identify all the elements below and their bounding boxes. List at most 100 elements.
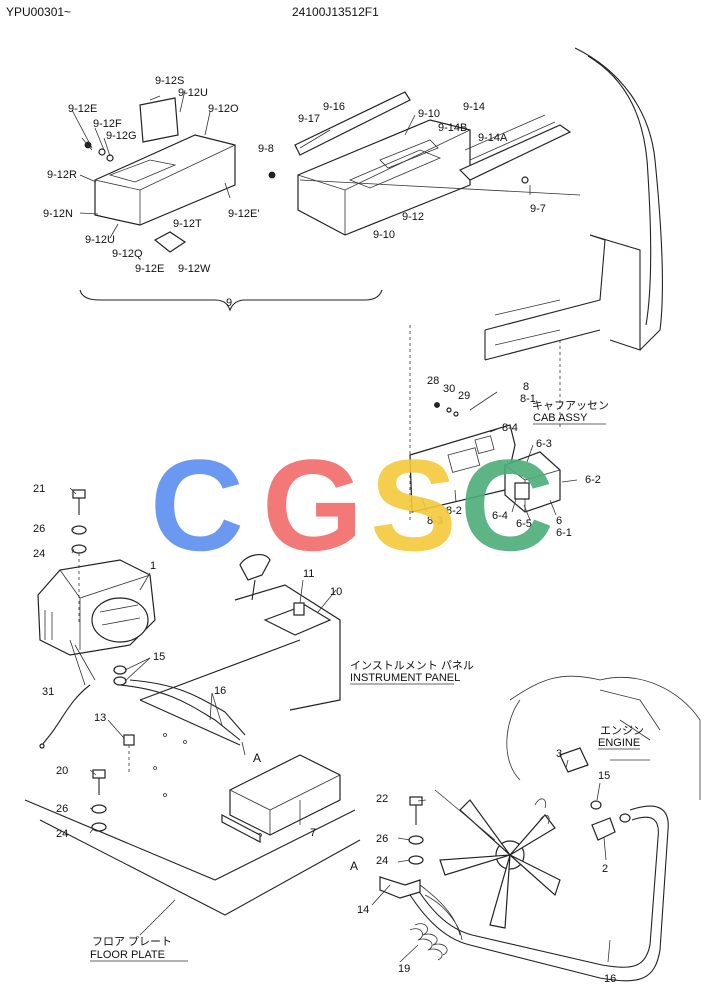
label-2: 2	[602, 863, 608, 875]
label-24-a: 24	[33, 548, 45, 560]
leader-dashed	[409, 325, 561, 520]
bracket-7	[221, 754, 341, 843]
floor-plate-en: FLOOR PLATE	[90, 949, 165, 961]
callout-A-top: A	[253, 751, 261, 765]
label-9-12E-prime: 9-12E'	[228, 208, 259, 220]
label-8: 8	[523, 381, 529, 393]
cab-assy-jp: キャフアッセン	[532, 399, 609, 412]
bolt-stack-lower	[91, 734, 135, 832]
label-9-12S: 9-12S	[155, 75, 184, 87]
label-6-2: 6-2	[585, 474, 601, 486]
hose-pair-left	[113, 665, 246, 741]
label-19: 19	[398, 963, 410, 975]
label-9-12F: 9-12F	[93, 118, 122, 130]
label-9-12T: 9-12T	[173, 218, 202, 230]
label-9-14A: 9-14A	[478, 132, 508, 144]
doc-code-center: 24100J13512F1	[292, 5, 379, 19]
label-14: 14	[357, 904, 369, 916]
doc-code-left: YPU00301~	[6, 5, 71, 19]
engine-hose-loop	[409, 747, 669, 982]
label-24-c: 24	[376, 855, 388, 867]
floor-plate	[24, 639, 361, 916]
leader-lines	[69, 391, 611, 963]
label-24-b: 24	[56, 828, 68, 840]
spring-clamp	[409, 923, 448, 961]
label-8-4: 8-4	[502, 422, 518, 434]
harness-terminal	[39, 743, 45, 749]
label-16-a: 16	[214, 685, 226, 697]
label-20: 20	[56, 765, 68, 777]
label-9-8: 9-8	[258, 143, 274, 155]
engine-fan	[434, 675, 701, 929]
instrument-panel	[234, 553, 341, 711]
watermark-letter-2: G	[262, 432, 363, 578]
label-16-b: 16	[604, 973, 616, 985]
label-7: 7	[310, 827, 316, 839]
floor-plate-jp: フロア プレート	[92, 935, 172, 948]
label-29: 29	[458, 390, 470, 402]
watermark-letter-4: C	[460, 432, 554, 578]
label-9-12N: 9-12N	[43, 208, 73, 220]
duct-assembly-left	[71, 89, 236, 253]
control-panel-assembly	[409, 402, 561, 513]
label-8-3: 8-3	[427, 515, 443, 527]
label-13: 13	[94, 712, 106, 724]
watermark-logo: C G S C	[150, 432, 554, 578]
label-6: 6	[556, 515, 562, 527]
label-15-b: 15	[598, 770, 610, 782]
label-6-4: 6-4	[492, 510, 508, 522]
instrument-panel-jp: インストルメント パネル	[350, 659, 474, 672]
label-30: 30	[443, 383, 455, 395]
label-28: 28	[427, 375, 439, 387]
label-9: 9	[226, 297, 232, 309]
bolt-stack-right	[379, 796, 463, 941]
label-1: 1	[150, 560, 156, 572]
label-9-12E-top: 9-12E	[68, 103, 97, 115]
blower-unit	[37, 559, 156, 686]
label-6-1: 6-1	[556, 527, 572, 539]
floor-plate-leader	[139, 899, 176, 936]
label-9-12U-top: 9-12U	[178, 87, 208, 99]
label-8-2: 8-2	[446, 505, 462, 517]
label-22: 22	[376, 793, 388, 805]
label-9-12O-top: 9-12O	[208, 103, 239, 115]
label-9-12: 9-12	[402, 211, 424, 223]
callout-A-bottom: A	[350, 859, 358, 873]
label-26-b: 26	[56, 803, 68, 815]
label-8-1: 8-1	[520, 393, 536, 405]
label-26-c: 26	[376, 833, 388, 845]
label-3: 3	[556, 748, 562, 760]
label-15-a: 15	[153, 651, 165, 663]
duct-assembly-right	[268, 91, 581, 236]
engine-jp: エンジン	[600, 725, 644, 737]
cab-assy-en: CAB ASSY	[533, 412, 588, 424]
label-9-12G: 9-12G	[106, 130, 137, 142]
label-9-10-bottom: 9-10	[373, 229, 395, 241]
label-31: 31	[42, 686, 54, 698]
label-21: 21	[33, 483, 45, 495]
cab-outline	[484, 47, 664, 361]
engine-en: ENGINE	[598, 737, 640, 749]
label-6-3: 6-3	[536, 438, 552, 450]
label-6-5: 6-5	[516, 518, 532, 530]
label-9-12W: 9-12W	[178, 263, 211, 275]
harness-wire	[41, 684, 91, 746]
label-9-14: 9-14	[463, 101, 485, 113]
label-26-a: 26	[33, 523, 45, 535]
label-10: 10	[330, 586, 342, 598]
label-9-12R: 9-12R	[47, 169, 77, 181]
group-9-bracket	[79, 289, 383, 312]
watermark-letter-3: S	[370, 432, 457, 578]
label-11: 11	[303, 568, 314, 580]
label-9-10-top: 9-10	[418, 108, 440, 120]
instrument-panel-en: INSTRUMENT PANEL	[350, 672, 460, 684]
label-9-14B: 9-14B	[438, 122, 467, 134]
label-9-12U-bottom: 9-12U	[85, 234, 115, 246]
label-9-17: 9-17	[298, 113, 320, 125]
label-9-12E-bottom: 9-12E	[135, 263, 164, 275]
watermark-letter-1: C	[150, 432, 244, 578]
label-9-16: 9-16	[323, 101, 345, 113]
label-9-7: 9-7	[530, 203, 546, 215]
label-9-12Q: 9-12Q	[112, 248, 143, 260]
